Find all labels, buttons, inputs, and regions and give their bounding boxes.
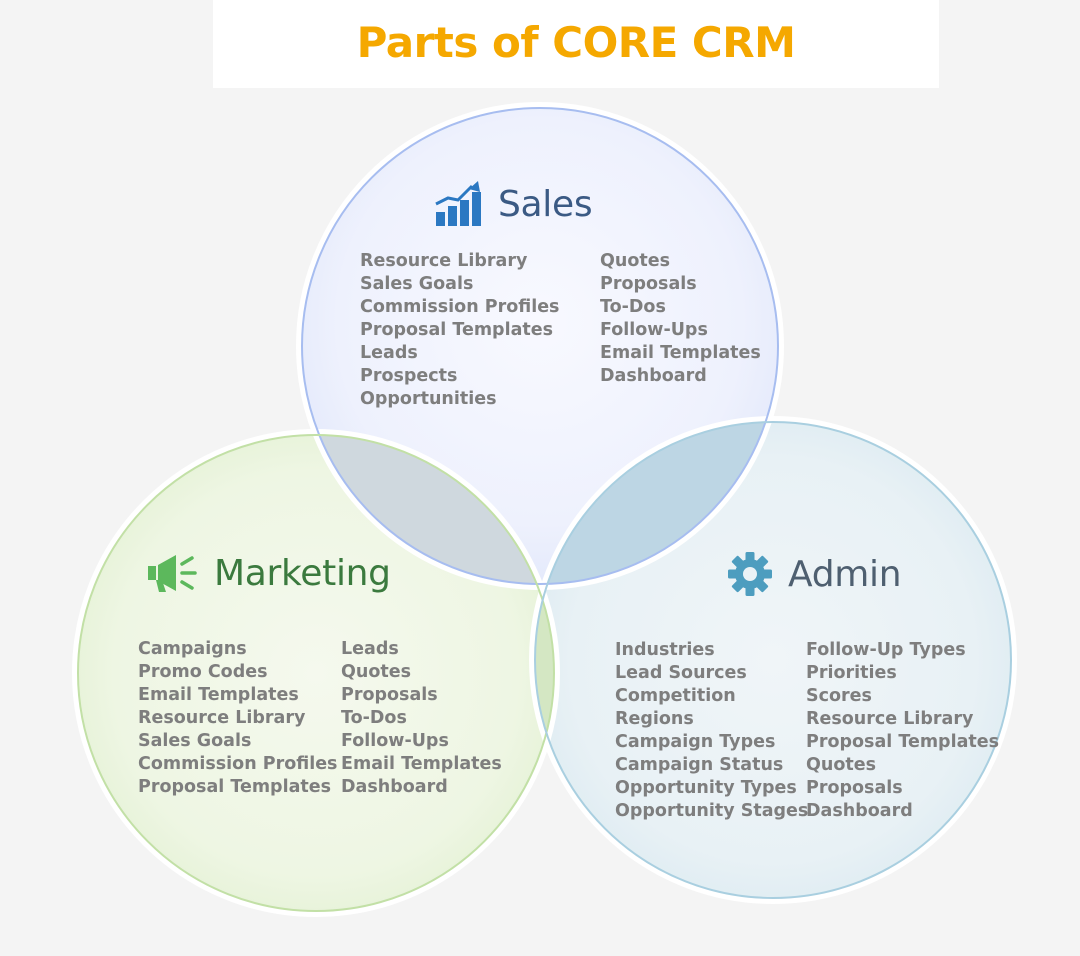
list-item: Opportunity Types (615, 778, 797, 798)
list-item: Lead Sources (615, 663, 747, 683)
list-item: Proposals (806, 778, 903, 798)
bar-chart-trend-icon (434, 180, 482, 228)
sales-marketing-overlap (299, 432, 557, 587)
list-item: Resource Library (138, 708, 306, 728)
list-item: Proposals (341, 685, 438, 705)
title-card: Parts of CORE CRM (213, 0, 939, 88)
admin-circle-border (529, 416, 1017, 904)
list-item: Campaign Status (615, 755, 784, 775)
marketing-heading: Marketing (146, 552, 391, 594)
list-item: Resource Library (806, 709, 974, 729)
marketing-circle-border (72, 429, 560, 917)
list-item: Competition (615, 686, 736, 706)
list-item: Campaign Types (615, 732, 776, 752)
sales-circle-rim (301, 107, 779, 585)
admin-heading-label: Admin (788, 553, 902, 595)
marketing-heading-label: Marketing (214, 552, 391, 594)
list-item: Prospects (360, 366, 458, 386)
megaphone-icon (146, 552, 200, 594)
list-item: Proposal Templates (360, 320, 554, 340)
list-item: Sales Goals (138, 731, 252, 751)
sales-heading: Sales (434, 180, 593, 228)
list-item: Follow-Ups (600, 320, 708, 340)
list-item: Sales Goals (360, 274, 474, 294)
list-item: Campaigns (138, 639, 247, 659)
admin-items-left: Industries Lead Sources Competition Regi… (615, 639, 808, 823)
marketing-circle-rim (77, 434, 555, 912)
list-item: Email Templates (341, 754, 502, 774)
list-item: Email Templates (138, 685, 299, 705)
sales-items-right: Quotes Proposals To-Dos Follow-Ups Email… (600, 250, 761, 388)
marketing-items-right: Leads Quotes Proposals To-Dos Follow-Ups… (341, 638, 502, 799)
list-item: To-Dos (341, 708, 407, 728)
list-item: Resource Library (360, 251, 528, 271)
marketing-items-left: Campaigns Promo Codes Email Templates Re… (138, 638, 337, 799)
list-item: Leads (360, 343, 418, 363)
list-item: Opportunities (360, 389, 497, 409)
list-item: Industries (615, 640, 715, 660)
list-item: Quotes (600, 251, 671, 271)
list-item: Quotes (341, 662, 412, 682)
sales-admin-overlap (532, 419, 781, 587)
sales-items-left: Resource Library Sales Goals Commission … (360, 250, 559, 411)
list-item: Leads (341, 639, 399, 659)
list-item: Promo Codes (138, 662, 268, 682)
admin-circle-rim (534, 421, 1012, 899)
list-item: Opportunity Stages (615, 801, 809, 821)
list-item: Follow-Up Types (806, 640, 966, 660)
list-item: Commission Profiles (138, 754, 338, 774)
list-item: Proposals (600, 274, 697, 294)
list-item: Dashboard (600, 366, 707, 386)
gear-icon (728, 552, 772, 596)
sales-heading-label: Sales (498, 183, 593, 225)
list-item: Follow-Ups (341, 731, 449, 751)
list-item: Priorities (806, 663, 897, 683)
list-item: Email Templates (600, 343, 761, 363)
list-item: Regions (615, 709, 694, 729)
list-item: Quotes (806, 755, 877, 775)
list-item: To-Dos (600, 297, 666, 317)
list-item: Dashboard (806, 801, 913, 821)
list-item: Scores (806, 686, 872, 706)
admin-items-right: Follow-Up Types Priorities Scores Resour… (806, 639, 999, 823)
list-item: Commission Profiles (360, 297, 560, 317)
list-item: Dashboard (341, 777, 448, 797)
admin-heading: Admin (728, 552, 902, 596)
page-title: Parts of CORE CRM (356, 18, 796, 67)
list-item: Proposal Templates (806, 732, 1000, 752)
list-item: Proposal Templates (138, 777, 332, 797)
